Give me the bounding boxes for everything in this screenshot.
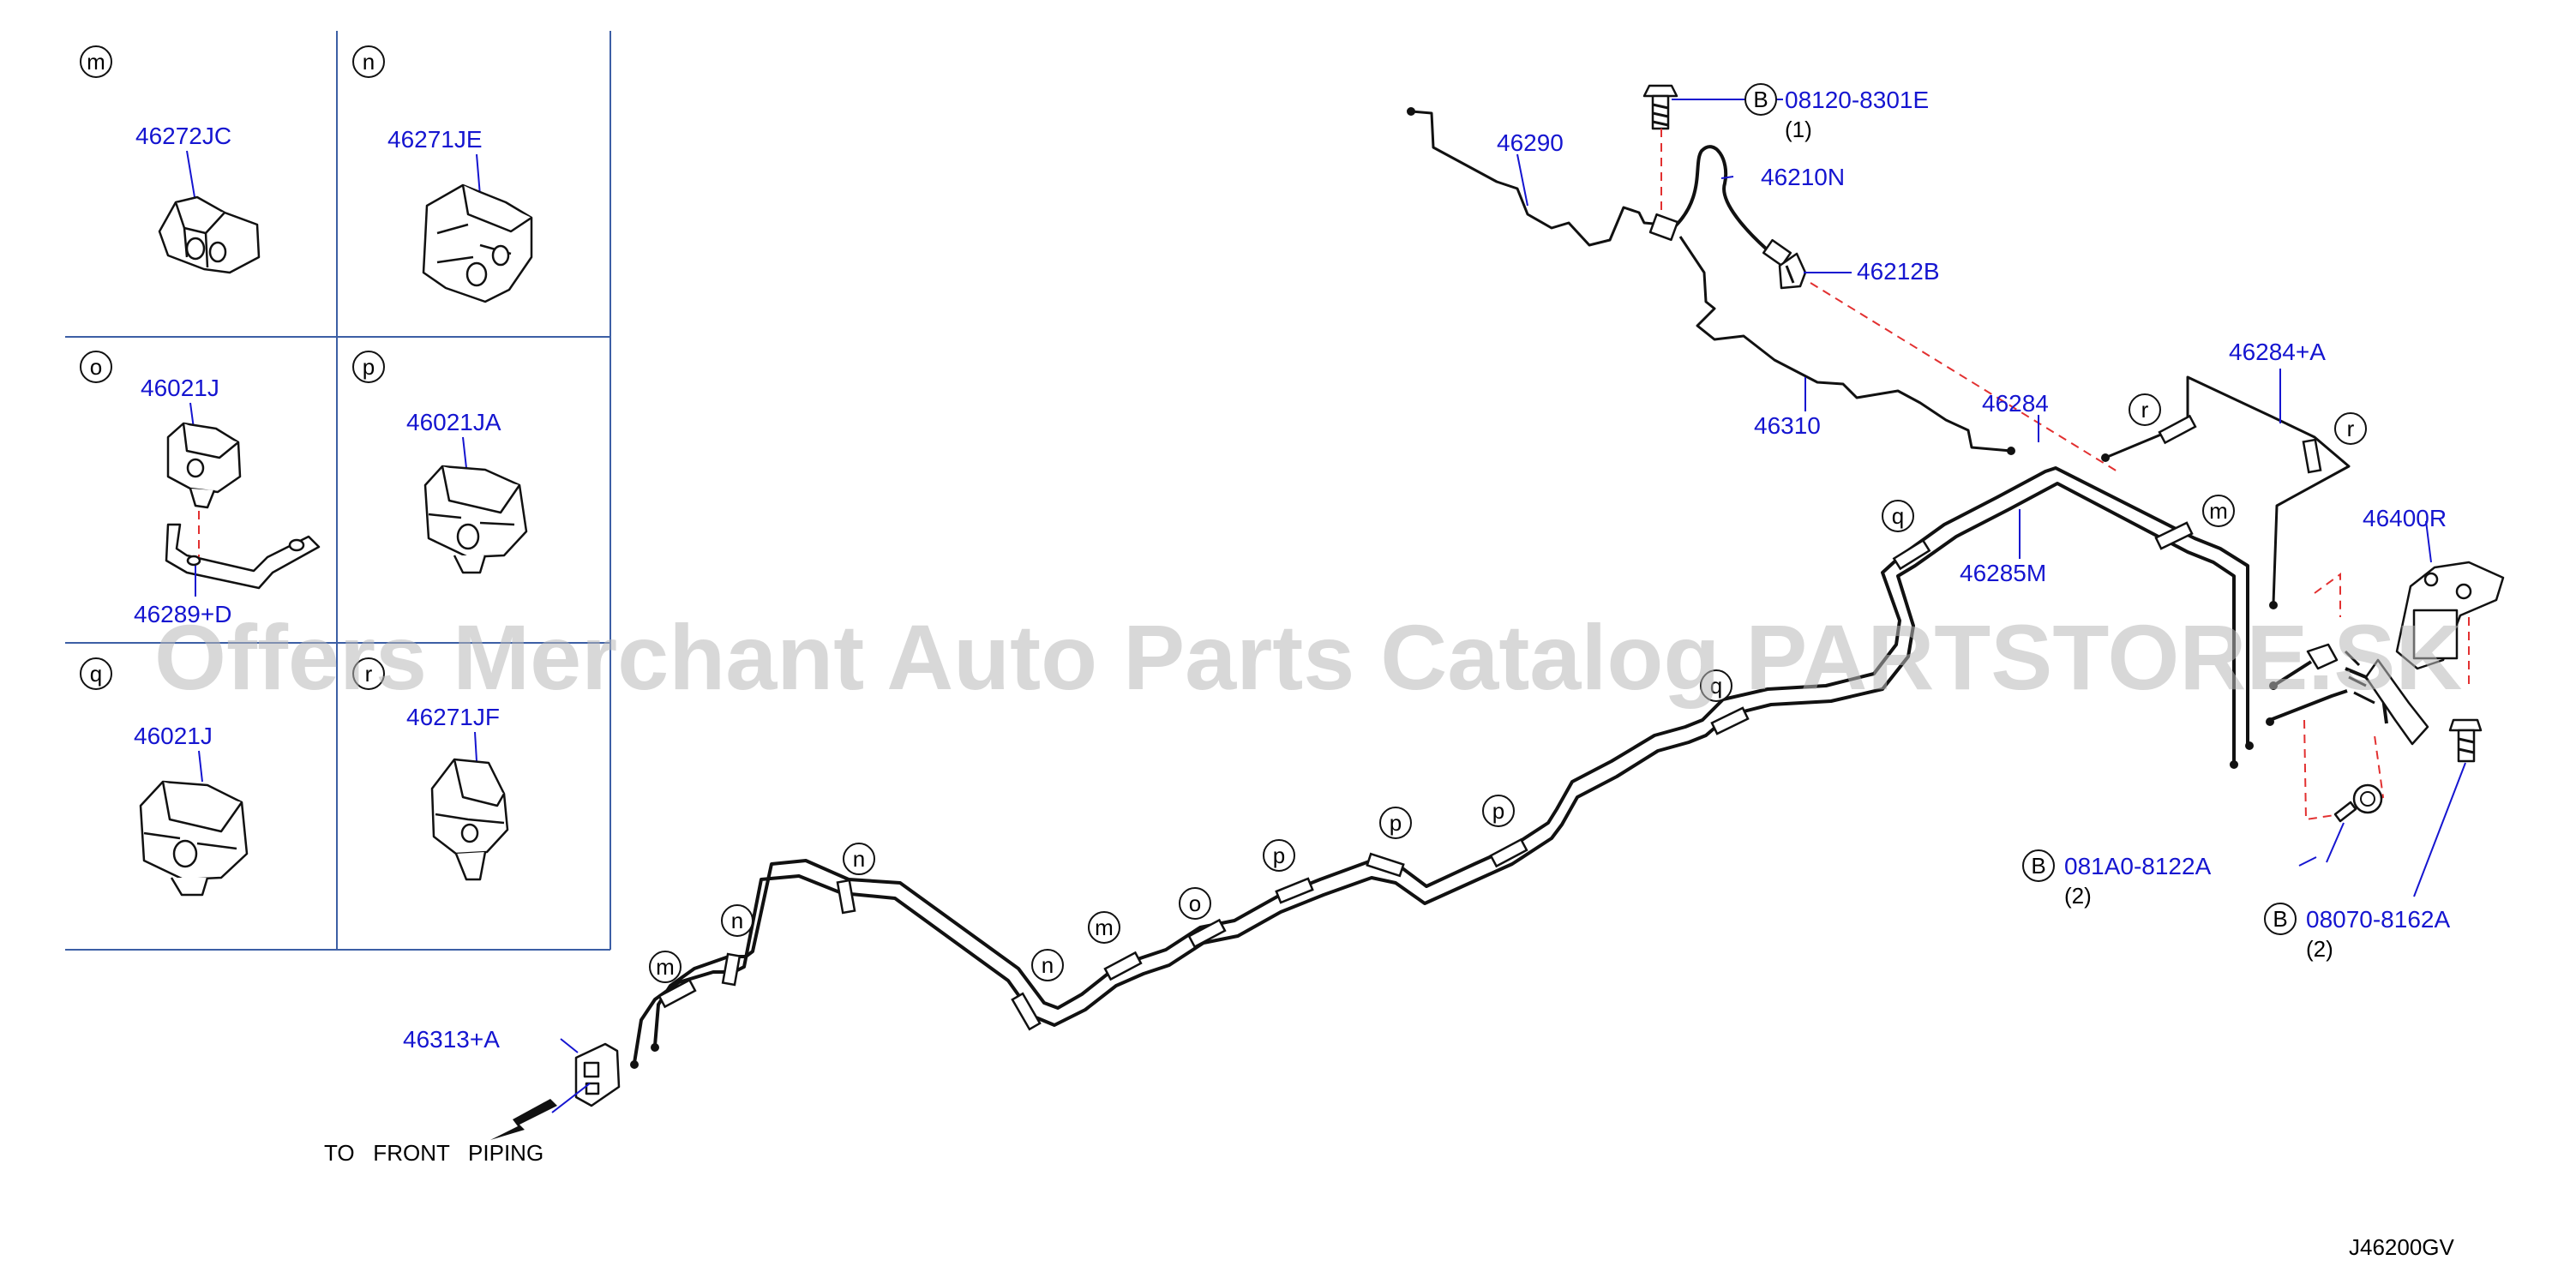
clip-letter-markers: m n n n m o p p p q q m r r (649, 393, 2367, 983)
bolt-marker: B (2031, 853, 2045, 879)
upper-brake-line-46290 (1407, 107, 1664, 247)
bolt-081A0-8122A (2333, 783, 2383, 823)
panel-letter: p (363, 354, 375, 380)
part-number-46313A: 46313+A (403, 1026, 500, 1053)
clip-marker: n (853, 846, 865, 872)
clip-marker: m (1095, 915, 1114, 940)
quantity: (2) (2064, 883, 2092, 909)
part-number-46271JE: 46271JE (387, 126, 483, 153)
clip-46021JA-drawing (423, 465, 528, 574)
clip-marker: p (1390, 810, 1402, 836)
part-number-46271JF: 46271JF (406, 704, 500, 730)
quantity: (1) (1785, 117, 1812, 142)
diagram-code: J46200GV (2349, 1234, 2455, 1260)
inset-grid (65, 31, 611, 951)
part-number-46212B: 46212B (1857, 258, 1940, 285)
load-sensing-valve-46400R (2266, 561, 2505, 746)
part-number-46210N: 46210N (1761, 164, 1845, 190)
clip-46021J-drawing (139, 780, 249, 897)
front-piping-label: TO FRONT PIPING (324, 1140, 543, 1166)
brake-line-46310 (1678, 236, 2015, 455)
inset-panel-p: p 46021JA (352, 351, 528, 574)
clip-marker: q (1710, 673, 1722, 699)
inset-panel-n: n 46271JE (352, 45, 533, 303)
part-number-08120-8301E: 08120-8301E (1785, 87, 1929, 113)
part-number-46290: 46290 (1497, 129, 1564, 156)
bracket-46289D-drawing (165, 523, 321, 590)
part-number-46272JC: 46272JC (135, 123, 231, 149)
inset-panel-o: o 46021J 46289+D (80, 351, 321, 627)
clip-marker: m (2209, 498, 2228, 524)
part-number-081A0-8122A: 081A0-8122A (2064, 853, 2212, 879)
watermark-text: Offers Merchant Auto Parts Catalog PARTS… (154, 605, 2462, 709)
retainer-46212B (1778, 252, 1807, 290)
part-number-46021J: 46021J (134, 723, 213, 749)
part-number-46284: 46284 (1982, 390, 2049, 417)
clip-46271JE-drawing (422, 183, 533, 303)
clip-marker: n (731, 908, 743, 933)
panel-letter: n (363, 49, 375, 75)
connector-46313A (490, 1042, 621, 1140)
main-brake-line-pair (630, 466, 2254, 1069)
brake-hose-46210N (1648, 145, 1792, 267)
clip-marker: r (2347, 416, 2355, 441)
panel-letter: r (365, 661, 373, 687)
part-number-46021JA: 46021JA (406, 409, 501, 435)
clip-marker: o (1189, 891, 1201, 916)
bolt-callout-1: B 08120-8301E (1) (1744, 83, 1929, 142)
inset-panel-r: r 46271JF (352, 657, 509, 881)
bolt-marker: B (2273, 906, 2287, 932)
part-number-46285M: 46285M (1960, 560, 2046, 586)
clip-marker: m (656, 954, 675, 980)
part-number-46021J: 46021J (141, 375, 219, 401)
clip-marker: p (1273, 843, 1285, 868)
clip-marker: n (1042, 952, 1054, 978)
bolt-08120-8301E (1642, 84, 1678, 130)
clip-marker: r (2141, 397, 2149, 423)
panel-letter: m (87, 49, 105, 75)
bolt-callout-3: B 08070-8162A (2) (2264, 903, 2450, 962)
line-clip-bands (658, 521, 2194, 1031)
clip-46271JF-drawing (430, 758, 509, 881)
inset-panel-q: q 46021J (80, 657, 249, 897)
panel-letter: q (90, 661, 102, 687)
inset-panel-m: m 46272JC (80, 45, 261, 274)
part-number-08070-8162A: 08070-8162A (2306, 906, 2450, 933)
quantity: (2) (2306, 936, 2333, 962)
brake-line-46284A (2101, 375, 2351, 609)
bolt-marker: B (1753, 87, 1768, 112)
bolt-08070-8162A (2448, 718, 2483, 763)
part-number-46284A: 46284+A (2229, 339, 2326, 365)
clip-marker: p (1492, 798, 1504, 824)
bolt-callout-2: B 081A0-8122A (2) (2022, 849, 2212, 909)
clip-46021J-drawing (166, 422, 242, 509)
clip-46272JC-drawing (158, 195, 261, 274)
part-number-46289D: 46289+D (134, 601, 231, 627)
part-number-46400R: 46400R (2363, 505, 2447, 531)
panel-letter: o (90, 354, 102, 380)
clip-marker: q (1892, 503, 1904, 529)
part-number-46310: 46310 (1754, 412, 1821, 439)
